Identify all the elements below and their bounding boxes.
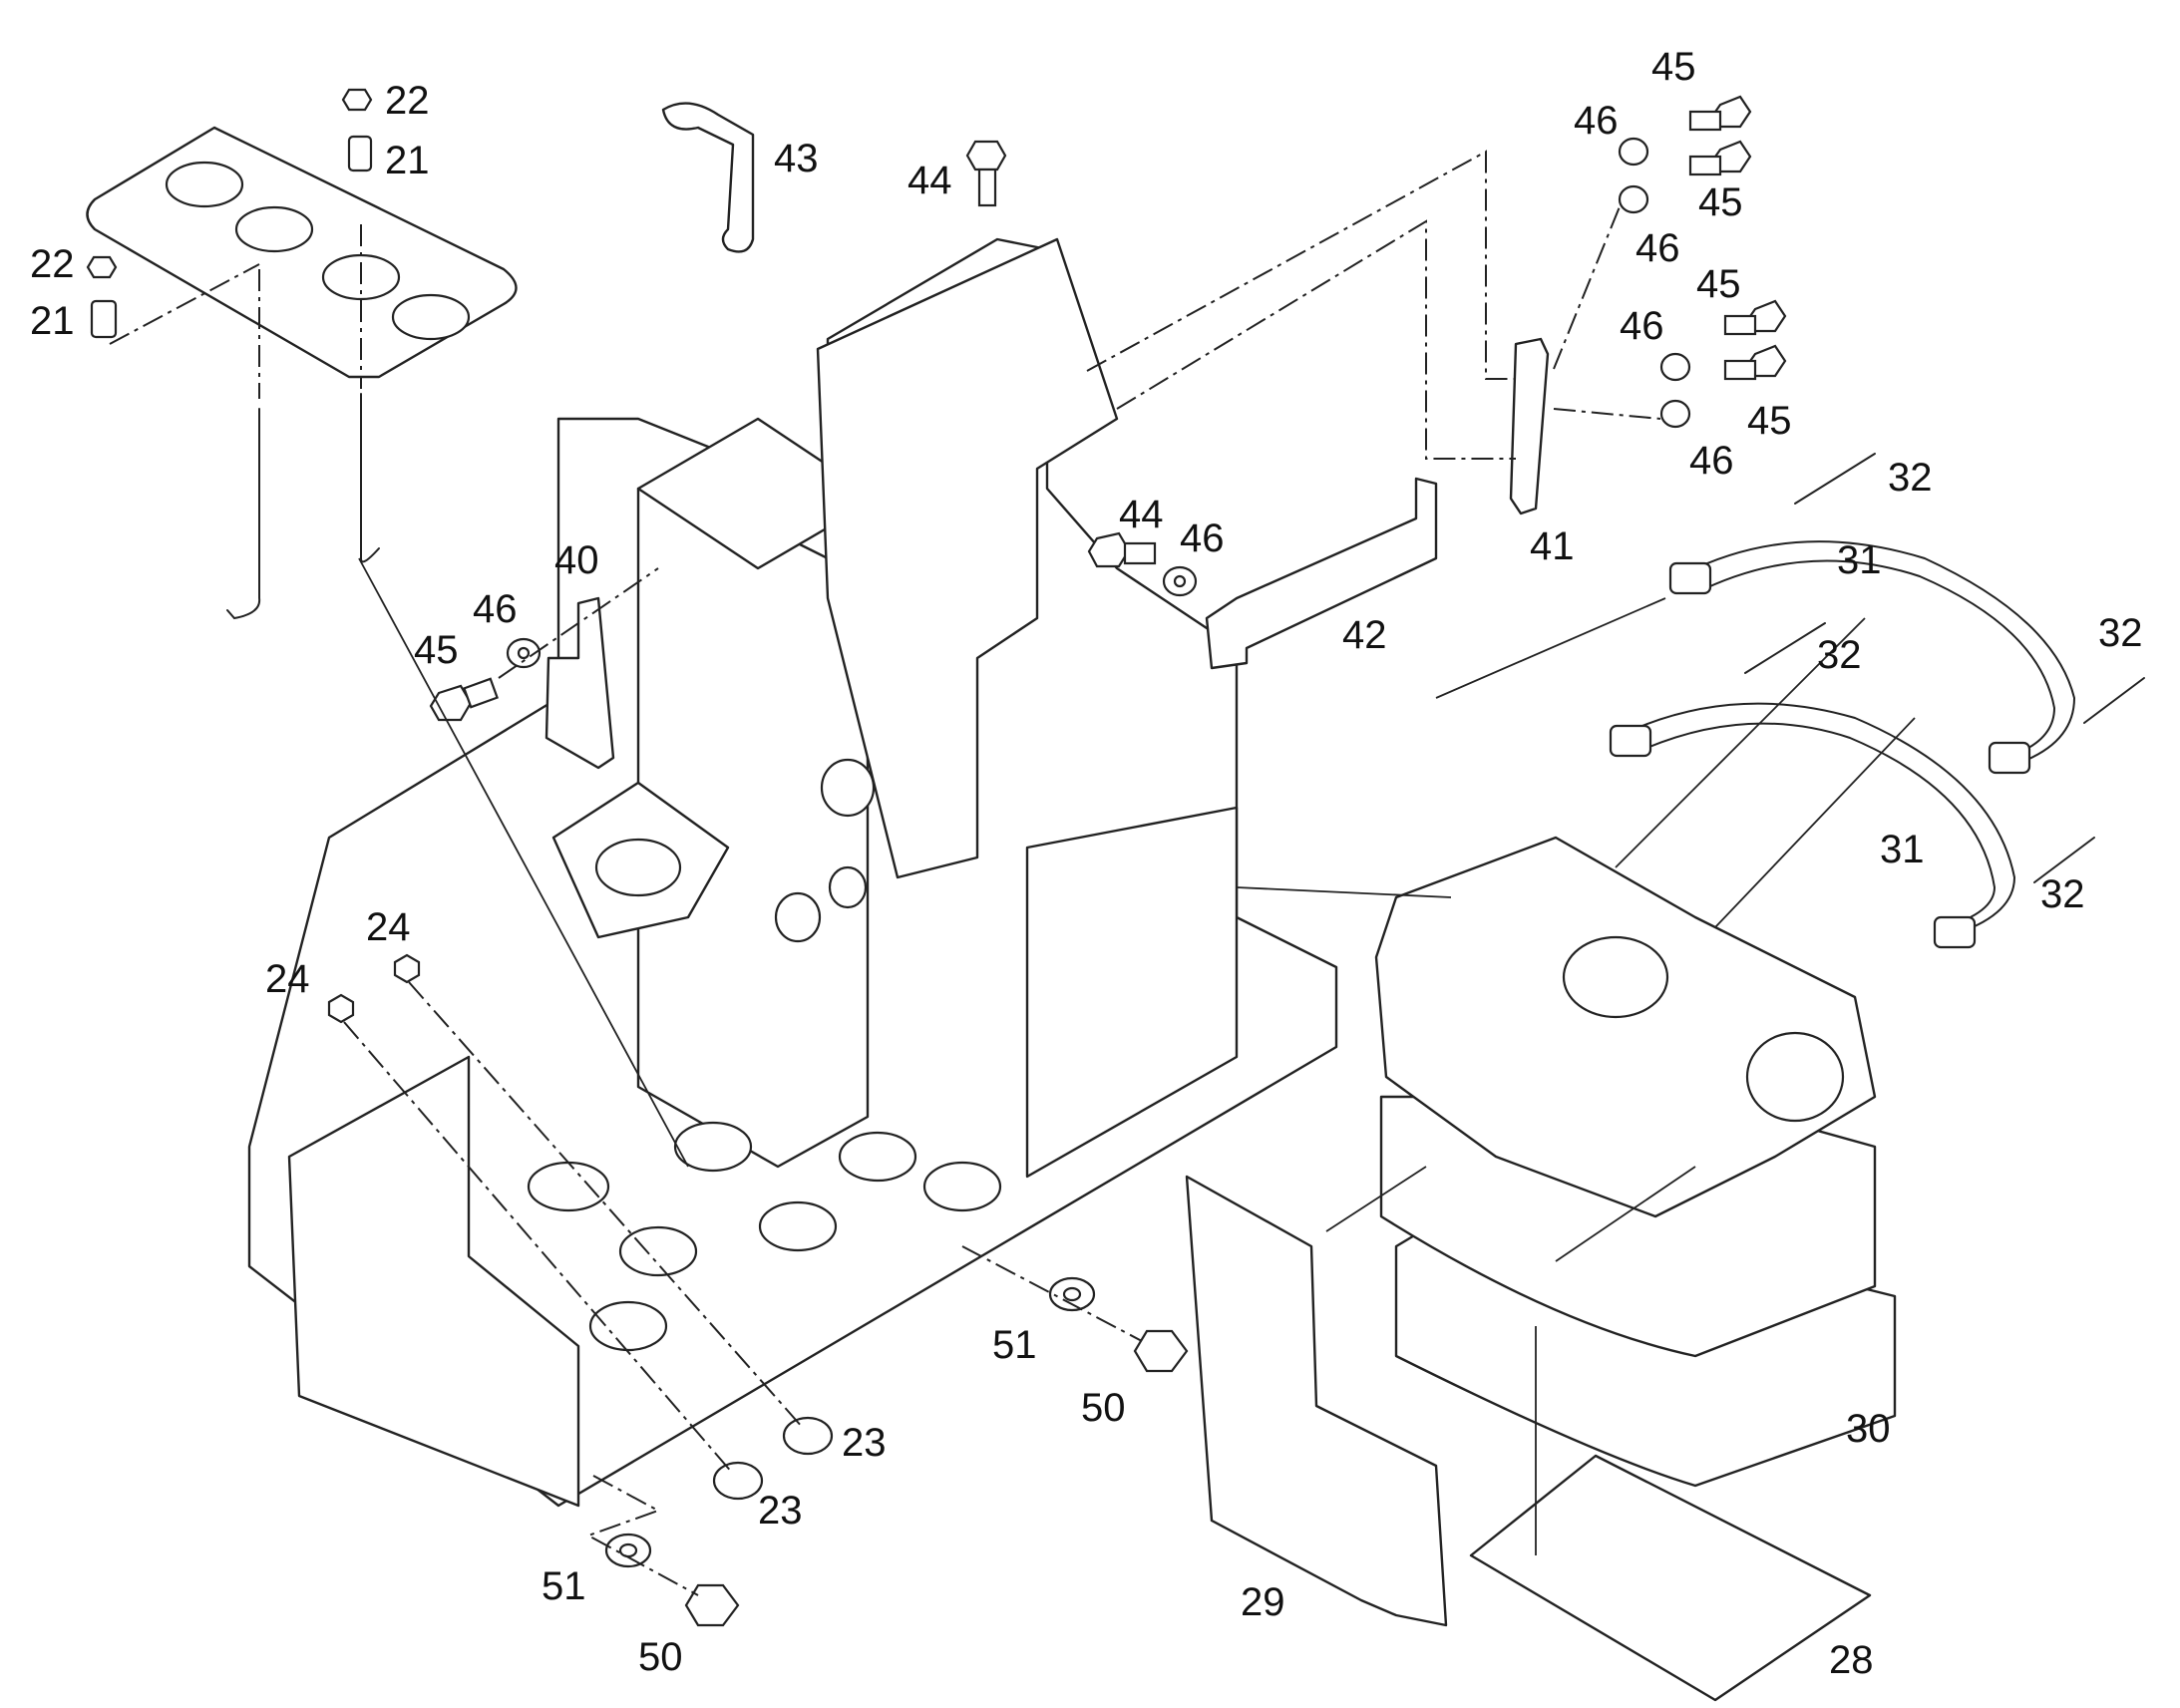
callout-label: 45	[1698, 180, 1743, 224]
nuts-24	[327, 953, 421, 1024]
leader-lines	[358, 557, 1916, 1555]
callout-label: 45	[1747, 399, 1792, 443]
callout-label: 44	[1119, 493, 1164, 536]
callout-label: 46	[1574, 99, 1619, 143]
callout-label: 21	[385, 139, 430, 182]
callout-label: 40	[554, 538, 599, 582]
callout-label: 32	[1817, 633, 1862, 677]
support-bracket-42	[1205, 477, 1438, 670]
callout-labels: 22 21 22 21 43 44 45 46 45 46 45 46 45 4…	[30, 45, 2143, 1682]
callout-label: 46	[1635, 226, 1680, 270]
callout-label: 32	[1888, 456, 1933, 500]
callout-label: 32	[2098, 611, 2143, 655]
bracket-43	[661, 102, 755, 253]
fuel-tank-30	[1374, 836, 1897, 1488]
callout-label: 46	[1620, 304, 1664, 348]
callout-label: 23	[758, 1489, 803, 1533]
bolt-44-top	[965, 140, 1007, 207]
strap-plate-41	[1509, 337, 1550, 515]
callout-label: 50	[638, 1635, 683, 1679]
callout-label: 29	[1241, 1580, 1285, 1624]
callout-label: 28	[1829, 1638, 1874, 1682]
callout-label: 22	[385, 79, 430, 123]
callout-label: 41	[1530, 524, 1575, 568]
threaded-rods	[226, 224, 380, 620]
callout-label: 31	[1880, 828, 1925, 871]
callout-label: 23	[842, 1421, 887, 1465]
plugs-50	[684, 1329, 1189, 1627]
bolts-32	[1744, 453, 2145, 883]
callout-label: 50	[1081, 1386, 1126, 1430]
nut-spacer-left	[86, 255, 260, 345]
callout-label: 24	[265, 957, 310, 1001]
bolts-45-washers-46	[1618, 95, 1787, 429]
pad-29	[1185, 1175, 1448, 1627]
callout-label: 24	[366, 905, 411, 949]
callout-label: 45	[1651, 45, 1696, 89]
nut-spacer-upper	[341, 88, 373, 172]
callout-label: 51	[542, 1564, 586, 1608]
top-mounting-plate	[86, 126, 518, 379]
washer-bolt-45-46-left	[429, 637, 542, 722]
callout-label: 45	[414, 628, 459, 672]
callout-label: 46	[1689, 439, 1734, 483]
callout-label: 45	[1696, 262, 1741, 306]
caps-23	[712, 1416, 834, 1501]
bracket-40	[545, 596, 615, 770]
callout-label: 51	[992, 1323, 1037, 1367]
bolt-washer-44-46	[1087, 531, 1198, 597]
callout-label: 46	[1180, 516, 1225, 560]
callout-label: 30	[1846, 1407, 1891, 1451]
pad-28	[1469, 1454, 1872, 1702]
callout-label: 46	[473, 587, 518, 631]
callout-label: 21	[30, 299, 75, 343]
callout-label: 44	[908, 159, 952, 202]
main-frame	[247, 237, 1338, 1508]
callout-label: 31	[1837, 538, 1882, 582]
callout-label: 32	[2040, 872, 2085, 916]
callout-label: 22	[30, 242, 75, 286]
washers-51	[604, 1276, 1096, 1568]
callout-label: 42	[1342, 613, 1387, 657]
tank-straps-31	[1609, 540, 2076, 949]
callout-label: 43	[774, 137, 819, 180]
